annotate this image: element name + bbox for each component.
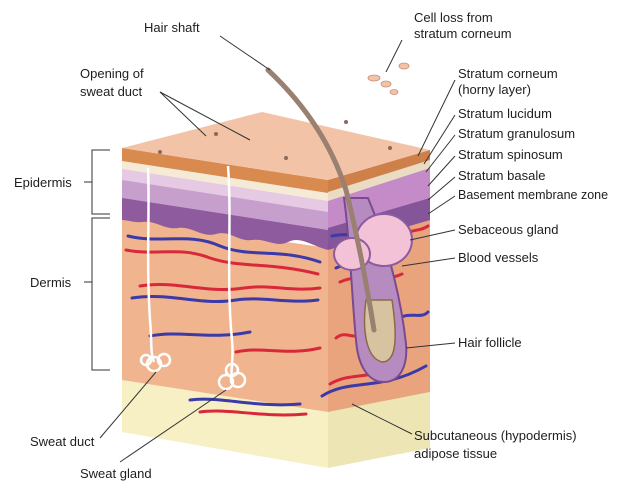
label-sweat-duct: Sweat duct <box>30 434 95 449</box>
surface-pore <box>344 120 348 124</box>
label-sweat-gland: Sweat gland <box>80 466 152 481</box>
label-stratum-corneum: Stratum corneum <box>458 66 558 81</box>
label-hair-shaft: Hair shaft <box>144 20 200 35</box>
label-hair-follicle: Hair follicle <box>458 335 522 350</box>
label-cell-loss-line1: Cell loss from <box>414 10 493 25</box>
label-cell-loss-line2: stratum corneum <box>414 26 512 41</box>
label-stratum-basale: Stratum basale <box>458 168 545 183</box>
label-dermis: Dermis <box>30 275 72 290</box>
label-sebaceous-gland: Sebaceous gland <box>458 222 558 237</box>
label-epidermis: Epidermis <box>14 175 72 190</box>
label-stratum-lucidum: Stratum lucidum <box>458 106 552 121</box>
label-subcutaneous-line2: adipose tissue <box>414 446 497 461</box>
label-horny-layer: (horny layer) <box>458 82 531 97</box>
label-opening-line2: sweat duct <box>80 84 143 99</box>
label-subcutaneous-line1: Subcutaneous (hypodermis) <box>414 428 577 443</box>
surface-pore <box>284 156 288 160</box>
label-blood-vessels: Blood vessels <box>458 250 539 265</box>
surface-pore <box>158 150 162 154</box>
label-basement-membrane: Basement membrane zone <box>458 188 608 202</box>
label-stratum-spinosum: Stratum spinosum <box>458 147 563 162</box>
label-stratum-granulosum: Stratum granulosum <box>458 126 575 141</box>
surface-pore <box>214 132 218 136</box>
label-opening-line1: Opening of <box>80 66 144 81</box>
surface-pore <box>388 146 392 150</box>
